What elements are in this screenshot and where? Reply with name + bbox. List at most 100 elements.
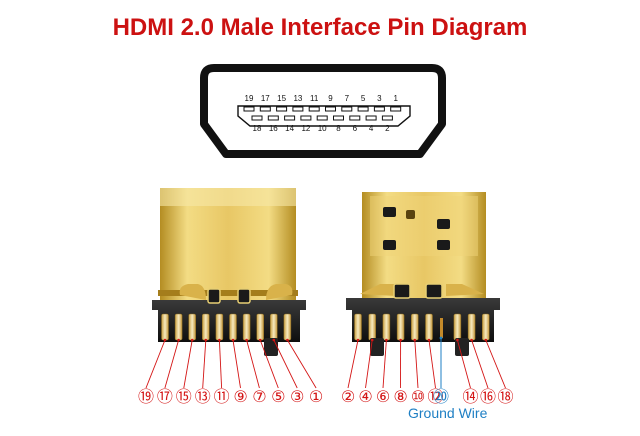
outline-pin-number: 1 <box>393 94 398 103</box>
outline-pin-number: 10 <box>318 124 327 133</box>
left-mount-post <box>264 338 278 356</box>
pin-leader-dot <box>272 338 276 342</box>
pin-label: ⑤ <box>271 387 285 406</box>
outline-bottom-pad <box>349 115 361 121</box>
outline-pin-number: 4 <box>369 124 374 133</box>
right-mount-post-1 <box>370 338 384 356</box>
top-pad-row <box>243 106 402 112</box>
outline-pin-number: 15 <box>277 94 286 103</box>
outline-top-pad <box>292 106 304 112</box>
pin-leader-dot <box>258 338 262 342</box>
pin-leader-dot <box>204 338 208 342</box>
left-shell-tab-2 <box>266 284 293 300</box>
connector-pin <box>382 313 391 341</box>
port-outer-shell <box>200 64 446 158</box>
pin-leader-dot <box>286 338 289 342</box>
pin-leader <box>145 339 166 389</box>
pin-leader <box>382 339 387 389</box>
pin-leader <box>428 339 436 389</box>
connector-pin <box>161 313 169 341</box>
left-connector-front <box>152 188 306 356</box>
pin-label: ⑦ <box>252 387 266 406</box>
connector-pin <box>242 313 251 341</box>
port-inner-contact-block <box>237 105 411 127</box>
outline-top-pad <box>276 106 288 112</box>
outline-top-pad <box>390 106 402 112</box>
right-shell-hole <box>406 210 415 219</box>
pin-leader <box>259 339 279 389</box>
pin-label: ⑫ <box>427 387 443 406</box>
pin-leader <box>183 339 193 389</box>
outline-pin-number: 2 <box>385 124 390 133</box>
pin-leader-dot <box>470 338 473 342</box>
outline-bottom-pad <box>381 115 393 121</box>
right-connector-rear <box>346 192 500 356</box>
pin-label: ⑲ <box>138 387 154 406</box>
right-shell-slot-3 <box>383 240 396 250</box>
pin-leader <box>347 339 359 389</box>
pin-label: ⑭ <box>462 387 478 406</box>
outline-pin-number: 19 <box>245 94 254 103</box>
left-gold-shell <box>160 188 296 301</box>
pin-leader-dot <box>399 338 402 342</box>
connector-pin <box>229 313 237 341</box>
right-shell-slot-2 <box>437 219 450 229</box>
outline-pin-number: 13 <box>293 94 302 103</box>
pin-leader <box>164 339 180 389</box>
ground-pin-label: ⑳ <box>433 387 449 406</box>
pin-label: ⑰ <box>157 387 173 406</box>
connector-pin <box>202 313 210 341</box>
left-pin-strip <box>161 313 292 341</box>
pin-label: ⑩ <box>411 387 425 406</box>
pin-leader <box>273 339 298 389</box>
connector-pin <box>188 313 196 341</box>
outline-top-pad <box>373 106 385 112</box>
outline-top-pad <box>308 106 320 112</box>
pin-leader <box>246 339 260 389</box>
outline-pin-number: 11 <box>310 94 319 103</box>
ground-wire-label: Ground Wire <box>408 405 488 421</box>
pin-leader <box>414 339 419 389</box>
outline-top-pad <box>243 106 255 112</box>
connector-pin <box>215 313 224 341</box>
pin-leader <box>202 339 207 389</box>
pin-label: ⑧ <box>393 387 407 406</box>
pin-leader-dot <box>245 338 248 342</box>
outline-pin-number: 14 <box>285 124 294 133</box>
pin-leader <box>485 339 506 389</box>
connector-pin <box>411 313 419 341</box>
connector-pin <box>174 313 183 341</box>
right-shell-slot-4 <box>437 240 450 250</box>
ground-wire-strand <box>440 318 443 338</box>
pin-leader-dot <box>370 338 374 342</box>
pin-label: ⑮ <box>176 387 192 406</box>
pin-leader-dot <box>413 338 417 342</box>
pin-leader-dot <box>385 338 388 342</box>
outline-pin-number: 3 <box>377 94 382 103</box>
outline-bottom-pad <box>333 115 344 121</box>
outline-pin-number: 18 <box>253 124 262 133</box>
pin-leader-dot <box>218 338 221 342</box>
outline-bottom-pad <box>365 115 377 121</box>
outline-pin-number: 6 <box>353 124 358 133</box>
pin-leader-dot <box>456 338 459 342</box>
outline-top-pad <box>357 106 369 112</box>
pin-leader-dot <box>163 338 167 342</box>
pin-leader <box>287 339 317 389</box>
pin-label: ⑯ <box>480 387 496 406</box>
pin-leader-dot <box>190 338 194 342</box>
outline-pin-number: 7 <box>345 94 350 103</box>
connector-pin <box>453 313 462 341</box>
outline-pin-number: 17 <box>261 94 270 103</box>
outline-pin-number: 5 <box>361 94 366 103</box>
outline-bottom-pad <box>267 115 279 121</box>
outline-pin-number: 12 <box>301 124 310 133</box>
pin-label: ⑨ <box>233 387 247 406</box>
connector-pin <box>425 313 433 341</box>
outline-bottom-pad <box>284 115 296 121</box>
connector-pin <box>283 313 292 341</box>
